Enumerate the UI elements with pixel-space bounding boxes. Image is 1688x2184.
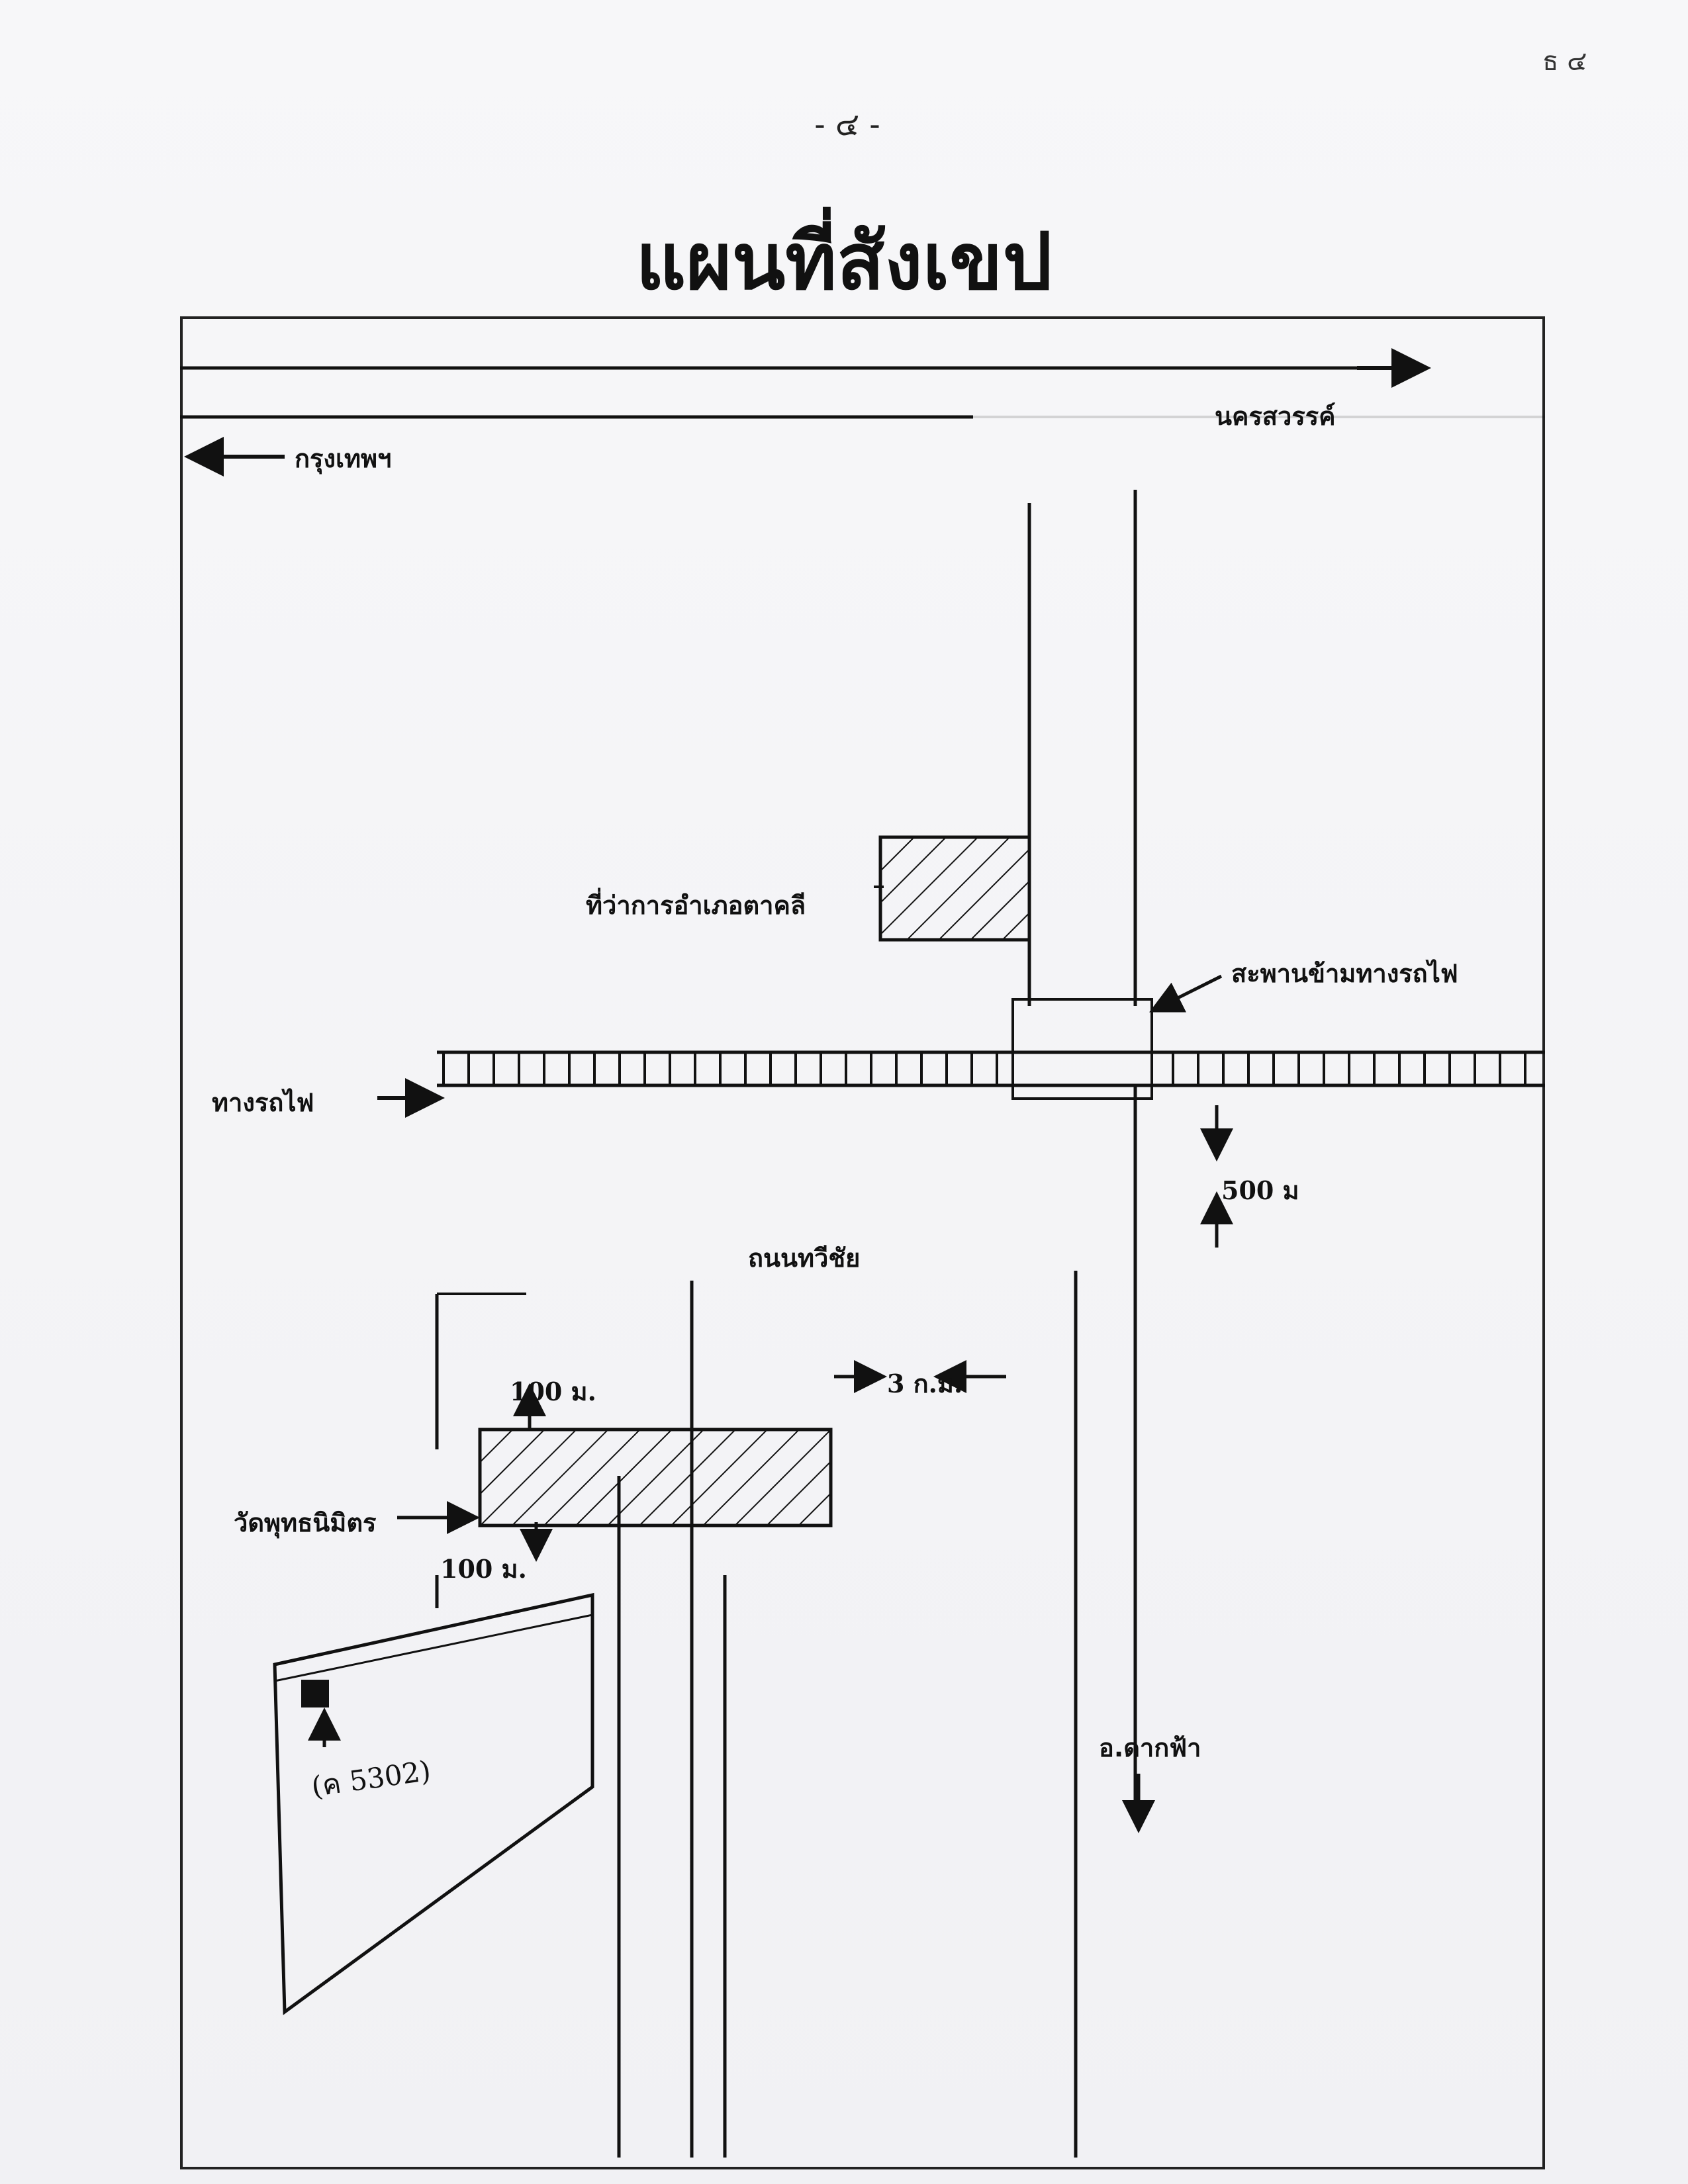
overpass-pointer xyxy=(1149,974,1223,1013)
railway-track xyxy=(437,1050,1545,1087)
label-district-office: ที่ว่าการอำเภอตาคลี xyxy=(586,891,806,920)
railway-overpass xyxy=(1011,998,1153,1100)
thawichai-road xyxy=(617,1281,727,2158)
page-number: - ๔ - xyxy=(814,106,880,143)
label-thawichai-road: ถนนทวีชัย xyxy=(748,1244,861,1273)
corner-mark: ธ ๔ xyxy=(1542,46,1587,77)
label-distance-100m-top: 100 ม. xyxy=(510,1377,596,1406)
map-title: แผนที่สังเขป xyxy=(635,216,1053,307)
label-dak-fa-district: อ.ดากฟ้า xyxy=(1099,1733,1201,1762)
label-distance-100m-bottom: 100 ม. xyxy=(440,1554,527,1584)
label-railway: ทางรถไฟ xyxy=(212,1088,314,1117)
label-distance-500m: 500 ม xyxy=(1221,1175,1299,1205)
dak-fa-road xyxy=(1074,490,1137,2158)
main-highway xyxy=(180,366,1545,419)
wat-phuttha-nimit-building xyxy=(478,1428,833,1527)
label-distance-3km: 3 ก.ม. xyxy=(887,1369,963,1398)
land-parcel xyxy=(273,1592,594,2015)
label-railway-overpass: สะพานข้ามทางรถไฟ xyxy=(1231,959,1458,988)
map-frame xyxy=(180,316,1545,2169)
label-bangkok: กรุงเทพฯ xyxy=(295,444,392,473)
label-nakhon-sawan: นครสวรรค์ xyxy=(1215,402,1336,431)
district-office-building xyxy=(878,835,1031,942)
temple-left-road xyxy=(435,1293,526,1608)
distance-100m-arrows xyxy=(513,1383,553,1562)
label-wat-phuttha-nimit: วัดพุทธนิมิตร xyxy=(234,1508,377,1537)
